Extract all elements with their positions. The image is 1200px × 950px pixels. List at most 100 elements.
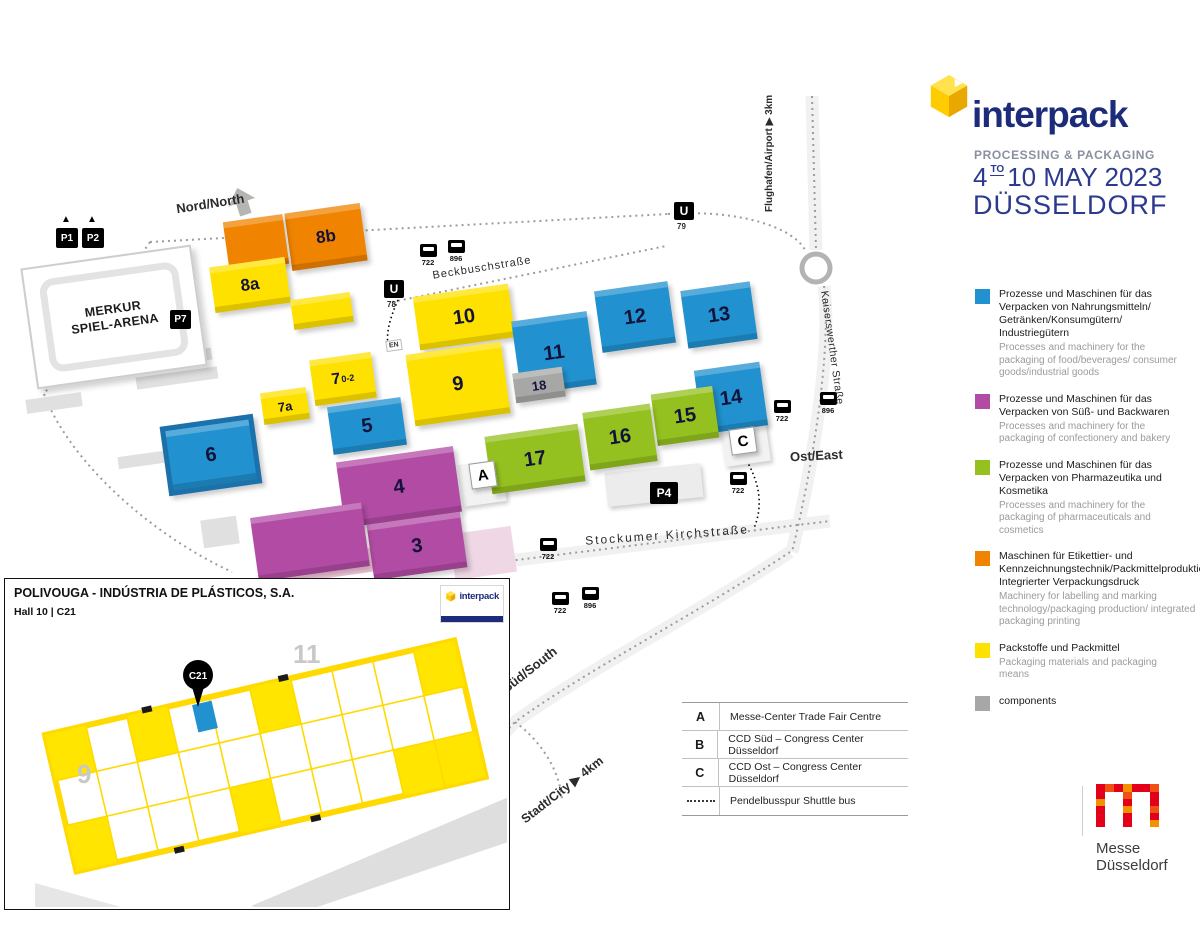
legend-item-materials: Packstoffe und Packmittel Packaging mate… bbox=[975, 642, 1187, 682]
shuttle-dotted-icon bbox=[682, 787, 720, 815]
hall-16: 16 bbox=[582, 403, 658, 471]
parking-p7: P7 bbox=[170, 310, 191, 329]
hall-7a-label: 7a bbox=[276, 397, 294, 415]
swatch-yellow bbox=[975, 642, 990, 658]
key-row-shuttle: Pendelbusspur Shuttle bus bbox=[682, 787, 908, 815]
roundabout bbox=[799, 251, 833, 285]
key-label: CCD Ost – Congress Center Düsseldorf bbox=[728, 760, 862, 785]
legend-de: Prozesse und Maschinen für das Verpacken… bbox=[999, 458, 1162, 497]
interpack-cube-icon bbox=[930, 74, 968, 118]
hall-3-label: 3 bbox=[409, 533, 424, 558]
hall10-grid bbox=[41, 636, 490, 876]
parking-p4: P4 bbox=[650, 482, 678, 504]
hall-6: 6 bbox=[159, 413, 263, 497]
legend-de: Prozesse und Maschinen für das Verpacken… bbox=[999, 392, 1170, 418]
date-end: 10 MAY 2023 bbox=[1007, 162, 1163, 192]
hall-8b-label: 8b bbox=[314, 225, 338, 248]
bus-stop: 722 bbox=[418, 244, 438, 267]
key-letter: A bbox=[682, 703, 720, 730]
key-label: Messe-Center Trade Fair Centre bbox=[730, 710, 882, 723]
inset-street-band bbox=[251, 797, 507, 907]
legend-de: Packstoffe und Packmittel bbox=[999, 641, 1120, 654]
legend-item-labelling: Maschinen für Etikettier- und Kennzeichn… bbox=[975, 550, 1200, 629]
booth-c21 bbox=[192, 700, 218, 733]
hall-13-label: 13 bbox=[706, 302, 732, 327]
brand-city: DÜSSELDORF bbox=[973, 190, 1168, 220]
messe-text-line2: Düsseldorf bbox=[1096, 857, 1168, 874]
bus-icon bbox=[819, 392, 837, 405]
p1-arrow-icon: ▲ bbox=[61, 214, 71, 225]
compass-east: Ost/East bbox=[789, 446, 844, 465]
swatch-blue bbox=[975, 289, 990, 304]
north-arrow-icon bbox=[228, 188, 256, 217]
legend-item-food: Prozesse und Maschinen für das Verpacken… bbox=[975, 288, 1187, 380]
hall-13: 13 bbox=[680, 281, 758, 349]
hall-6-label: 6 bbox=[203, 442, 218, 467]
bus-stop: 896 bbox=[580, 587, 600, 610]
neighbour-hall-11: 11 bbox=[293, 639, 321, 669]
exhibitor-inset-map: POLIVOUGA - INDÚSTRIA DE PLÁSTICOS, S.A.… bbox=[4, 578, 510, 910]
metro-u79-icon: U bbox=[674, 202, 694, 220]
bus-stop: 896 bbox=[446, 240, 466, 263]
legend-en: Packaging materials and packaging means bbox=[999, 656, 1157, 681]
swatch-magenta bbox=[975, 393, 990, 409]
bus-icon bbox=[539, 538, 557, 551]
legend-en: Processes and machinery for the packagin… bbox=[999, 420, 1171, 445]
metro-line-79: 79 bbox=[677, 222, 686, 231]
hall-8b: 8b bbox=[284, 202, 368, 272]
messe-pixel-m-icon bbox=[1096, 784, 1159, 827]
bus-icon bbox=[581, 587, 599, 600]
inset-logo-bar bbox=[441, 616, 503, 622]
bus-stop: 722 bbox=[550, 592, 570, 615]
hall-9-label: 9 bbox=[450, 371, 465, 396]
key-row-a: A Messe-Center Trade Fair Centre bbox=[682, 703, 908, 731]
legend-en: Processes and machinery for the packagin… bbox=[999, 499, 1151, 536]
category-legend: Prozesse und Maschinen für das Verpacken… bbox=[975, 288, 1200, 724]
bus-icon bbox=[773, 400, 791, 413]
hall-5-label: 5 bbox=[359, 413, 374, 438]
entrance-c-marker: C bbox=[728, 426, 758, 456]
footer-divider bbox=[1082, 786, 1083, 836]
swatch-green bbox=[975, 459, 990, 475]
key-label: CCD Süd – Congress Center Düsseldorf bbox=[728, 732, 864, 757]
key-row-b: B CCD Süd – Congress Center Düsseldorf bbox=[682, 731, 908, 759]
legend-en: Processes and machinery for the packagin… bbox=[999, 342, 1177, 378]
brand-tagline: PROCESSING & PACKAGING bbox=[974, 148, 1155, 162]
legend-item-pharma: Prozesse und Maschinen für das Verpacken… bbox=[975, 459, 1187, 538]
parking-p1: P1 bbox=[56, 228, 78, 248]
hall-15: 15 bbox=[650, 385, 720, 447]
hall-17-label: 17 bbox=[522, 446, 548, 471]
key-row-c: C CCD Ost – Congress Center Düsseldorf bbox=[682, 759, 908, 787]
swatch-gray bbox=[975, 695, 990, 711]
airport-direction-label: Flughafen/Airport ▶ 3km bbox=[764, 94, 775, 212]
messe-text-line1: Messe bbox=[1096, 840, 1141, 857]
hall-11-label: 11 bbox=[541, 340, 566, 365]
hall-18-label: 18 bbox=[530, 376, 548, 394]
hall10-floor-plan: 11 9 C21 bbox=[35, 636, 507, 907]
hall-15-label: 15 bbox=[672, 403, 698, 428]
legend-item-confectionery: Prozesse und Maschinen für das Verpacken… bbox=[975, 393, 1187, 446]
brand-name: interpack bbox=[972, 94, 1129, 135]
exhibitor-location: Hall 10 | C21 bbox=[14, 606, 76, 618]
bus-stop: 722 bbox=[538, 538, 558, 561]
dotted-roads bbox=[43, 95, 831, 813]
swatch-orange bbox=[975, 551, 990, 566]
hall-8a-label: 8a bbox=[239, 273, 261, 296]
inset-interpack-logo: interpack bbox=[440, 585, 504, 623]
legend-de: Maschinen für Etikettier- und Kennzeichn… bbox=[999, 550, 1200, 588]
messe-duesseldorf-logo: Messe Düsseldorf bbox=[1096, 784, 1168, 874]
inset-street-band bbox=[35, 883, 121, 907]
hall-14-label: 14 bbox=[718, 385, 744, 410]
date-start: 4 bbox=[973, 162, 988, 192]
neighbour-hall-9: 9 bbox=[77, 759, 91, 789]
parking-p2: P2 bbox=[82, 228, 104, 248]
p2-arrow-icon: ▲ bbox=[87, 214, 97, 225]
key-label: Pendelbusspur Shuttle bus bbox=[730, 795, 856, 807]
hall-5: 5 bbox=[327, 397, 407, 455]
bus-stop: 722 bbox=[772, 400, 792, 423]
booth-pin-label: C21 bbox=[189, 671, 208, 682]
